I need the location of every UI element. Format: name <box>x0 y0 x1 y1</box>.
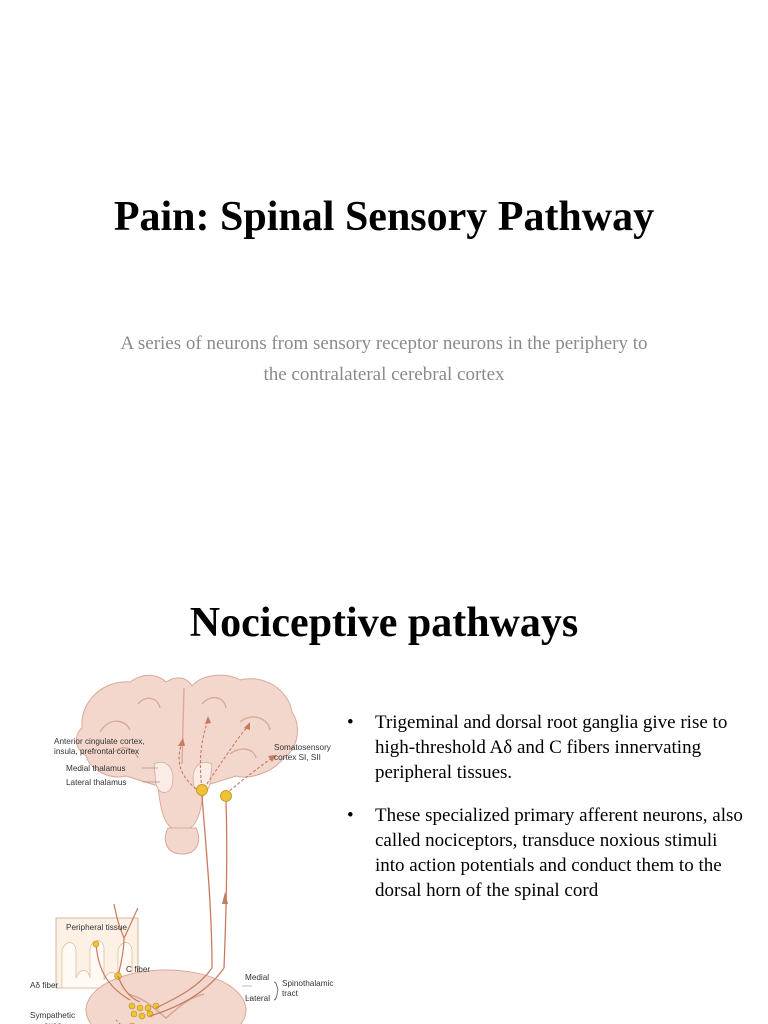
label-medial: Medial <box>245 973 269 982</box>
dorsal-horn-synapses <box>128 1002 160 1020</box>
slide-1-subtitle: A series of neurons from sensory recepto… <box>120 333 648 385</box>
bullet-item: • These specialized primary afferent neu… <box>345 803 745 903</box>
bullet-text: These specialized primary afferent neuro… <box>375 805 743 901</box>
label-medial-thalamus: Medial thalamus <box>66 764 126 773</box>
label-spinothalamic-2: tract <box>282 989 299 998</box>
bullet-dot-icon: • <box>347 805 354 826</box>
label-c-fiber: C fiber <box>126 965 150 974</box>
label-anterior-cingulate: Anterior cingulate cortex, <box>54 737 145 746</box>
lateral-thalamus-nucleus <box>220 790 232 802</box>
label-sympathetic-2: axon <box>44 1021 62 1024</box>
label-somatosensory-2: cortex SI, SII <box>274 753 321 762</box>
slide-1-title: Pain: Spinal Sensory Pathway <box>113 194 655 240</box>
label-spinothalamic: Spinothalamic <box>282 979 333 988</box>
slide-2: Nociceptive pathways <box>0 540 768 1024</box>
label-sympathetic: Sympathetic <box>30 1011 75 1020</box>
label-anterior-cingulate-2: insula, prefrontal cortex <box>54 747 139 756</box>
nociceptive-pathway-figure: Anterior cingulate cortex, insula, prefr… <box>30 674 333 1024</box>
slide-1: Pain: Spinal Sensory Pathway A series of… <box>113 194 655 385</box>
spinal-cord-section <box>85 969 247 1024</box>
slide-2-title: Nociceptive pathways <box>189 600 579 646</box>
label-a-delta-fiber: Aδ fiber <box>30 981 58 990</box>
bullet-list: • Trigeminal and dorsal root ganglia giv… <box>345 710 745 921</box>
bullet-item: • Trigeminal and dorsal root ganglia giv… <box>345 710 745 785</box>
bullet-text: Trigeminal and dorsal root ganglia give … <box>375 712 728 783</box>
bullet-dot-icon: • <box>347 712 354 733</box>
medial-thalamus-nucleus <box>196 784 208 796</box>
label-lateral: Lateral <box>245 994 270 1003</box>
brainstem <box>164 827 200 855</box>
label-lateral-thalamus: Lateral thalamus <box>66 778 127 787</box>
brain-cross-section <box>76 674 298 829</box>
label-somatosensory: Somatosensory <box>274 743 332 752</box>
label-peripheral-tissue: Peripheral tissue <box>66 923 127 932</box>
